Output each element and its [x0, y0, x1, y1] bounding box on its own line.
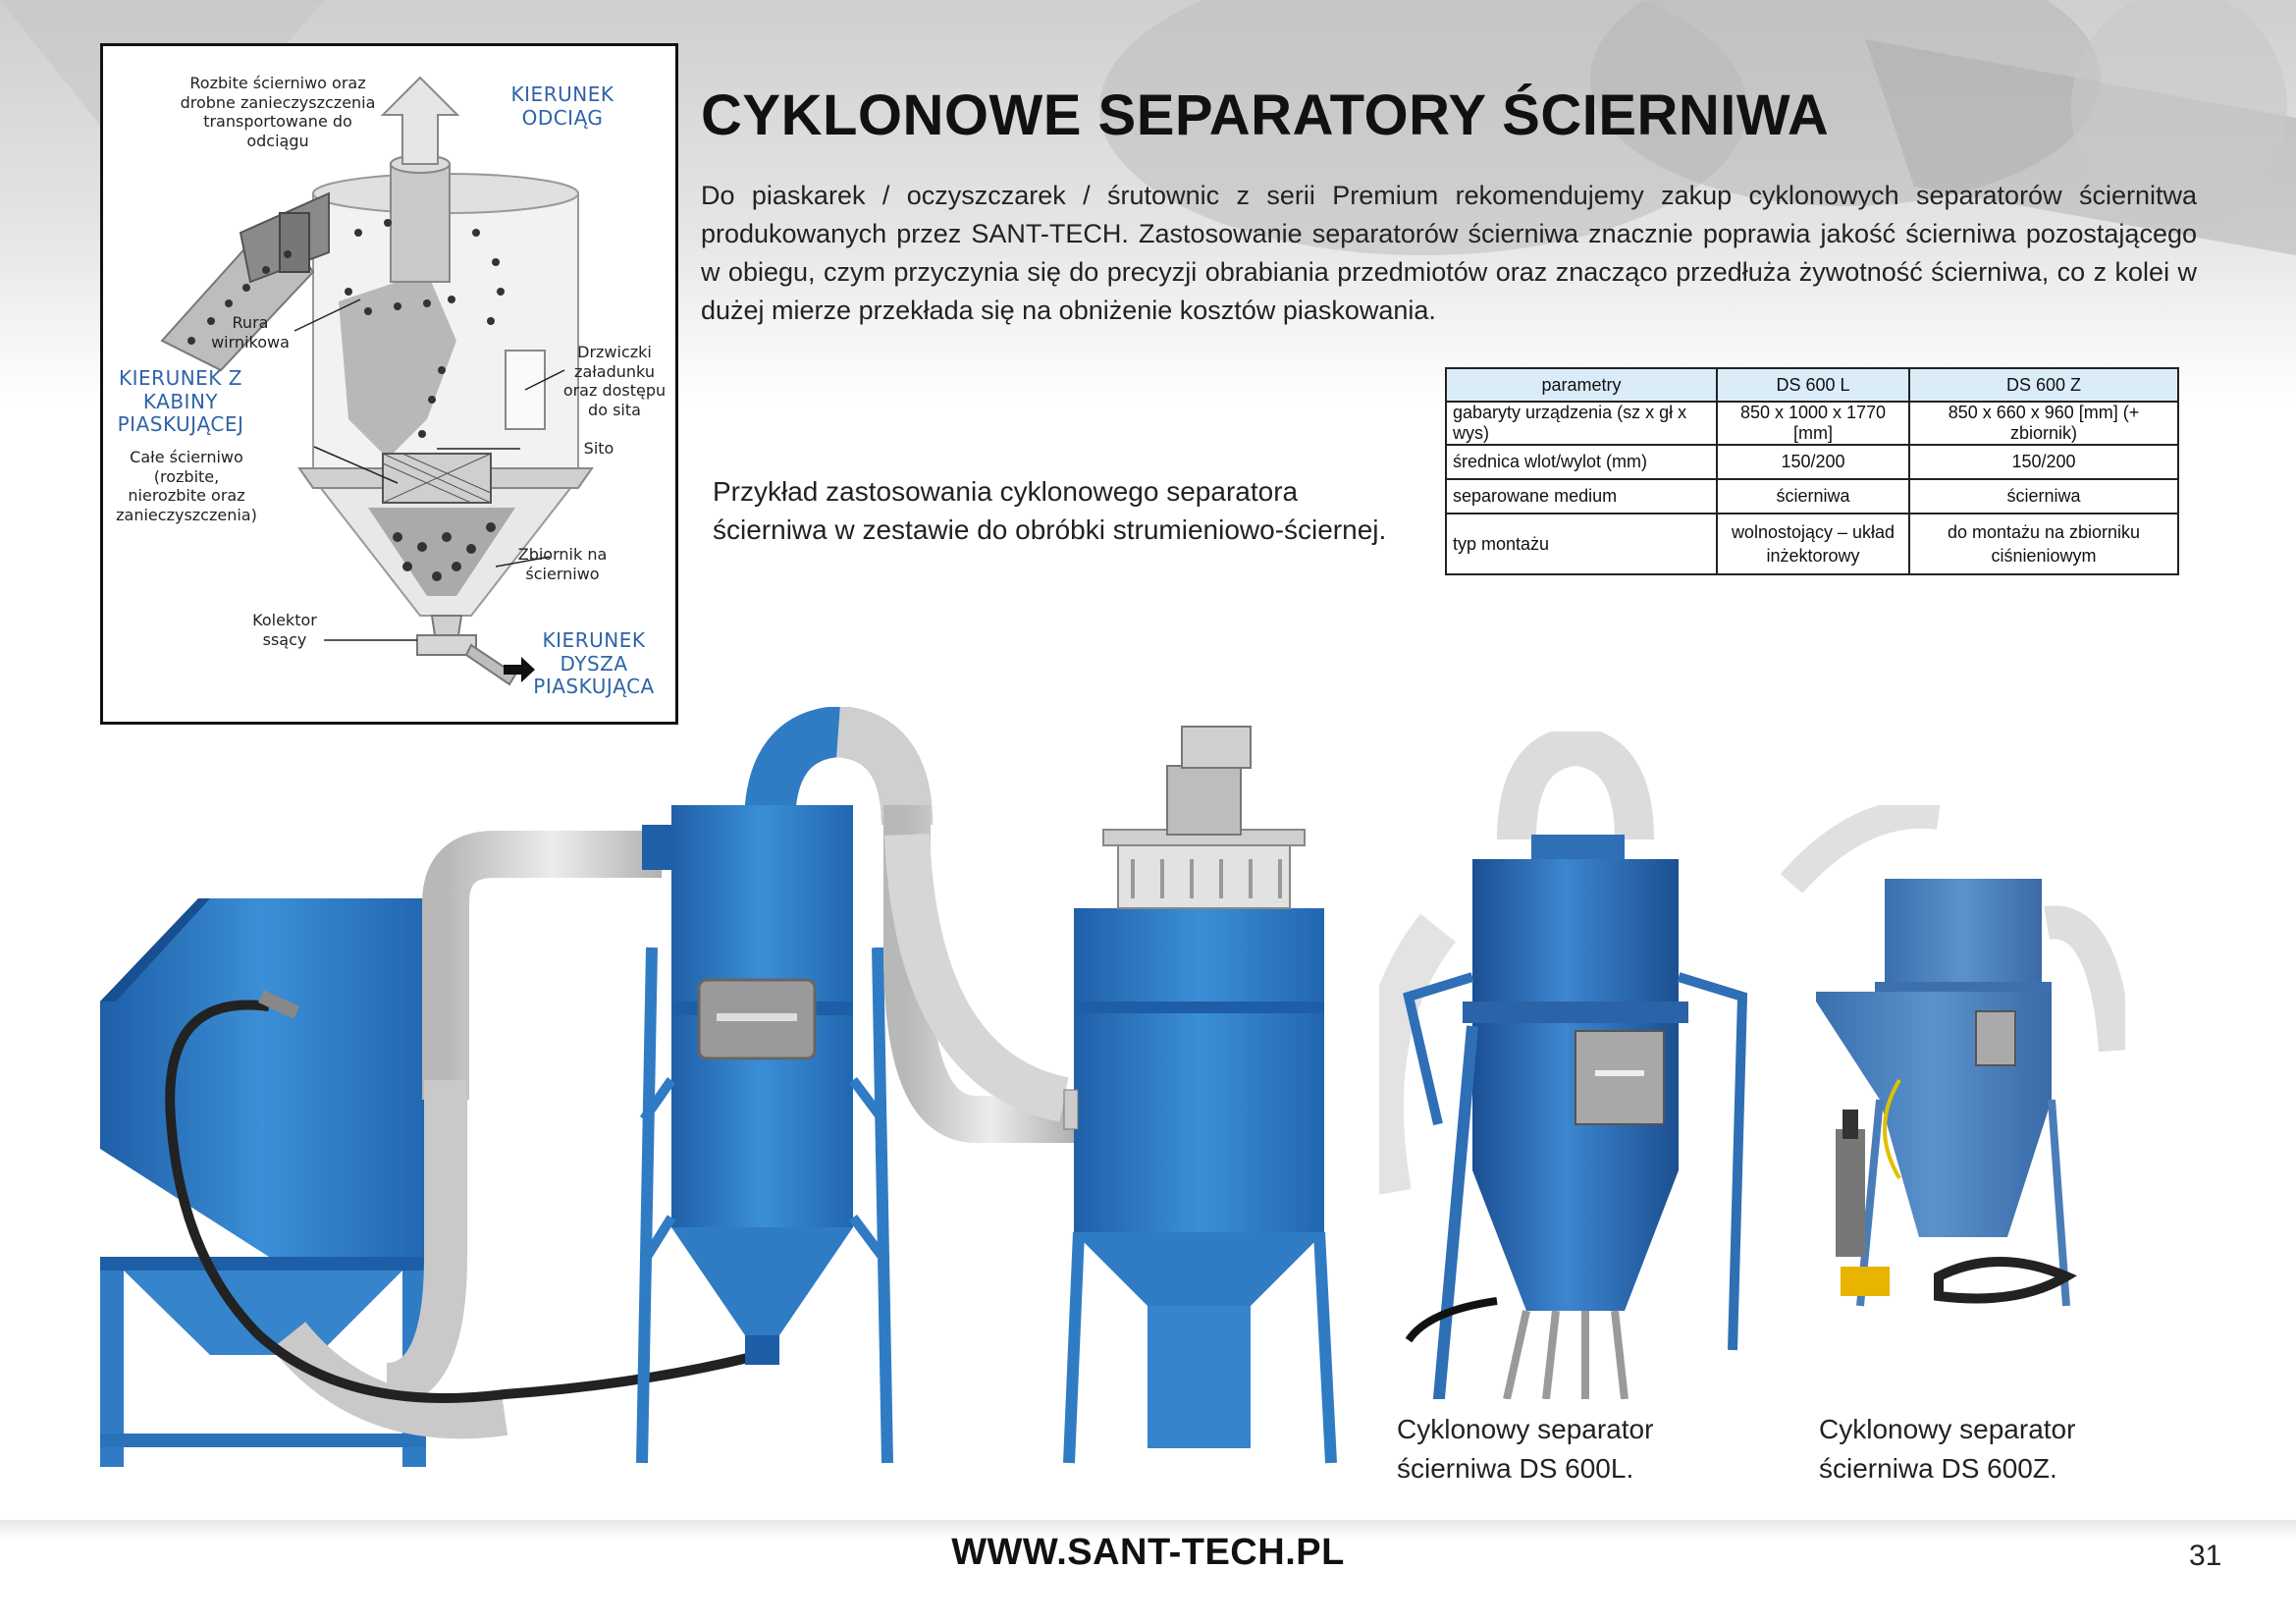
photo-ds600l: [1379, 731, 1748, 1399]
value-ds600z: do montażu na zbiorniku ciśnieniowym: [1908, 513, 2179, 575]
header-ds600l: DS 600 L: [1716, 367, 1910, 403]
param-dimensions: gabaryty urządzenia (sz x gł x wys): [1445, 401, 1718, 446]
dust-collector: [1063, 726, 1337, 1464]
photo-ds600z: [1780, 805, 2125, 1307]
table-row: średnica wlot/wylot (mm) 150/200 150/200: [1445, 444, 2179, 480]
value-ds600z: 850 x 660 x 960 [mm] (+ zbiornik): [1908, 401, 2179, 446]
label-rotor-pipe: Rura wirnikowa: [211, 313, 290, 352]
table-row: gabaryty urządzenia (sz x gł x wys) 850 …: [1445, 401, 2179, 446]
cyclone-cross-section: [160, 76, 594, 686]
param-diameter: średnica wlot/wylot (mm): [1445, 444, 1718, 480]
value-ds600z: 150/200: [1908, 444, 2179, 480]
label-broken-abrasive: Rozbite ścierniwo oraz drobne zanieczysz…: [180, 74, 376, 150]
value-ds600l: ścierniwa: [1716, 478, 1910, 514]
param-mounting: typ montażu: [1445, 513, 1718, 575]
specs-header-row: parametry DS 600 L DS 600 Z: [1445, 367, 2179, 403]
caption-ds600z: Cyklonowy separator ścierniwa DS 600Z.: [1819, 1414, 2076, 1484]
page-title: CYKLONOWE SEPARATORY ŚCIERNIWA: [701, 83, 1830, 147]
page-number: 31: [2189, 1540, 2222, 1572]
value-ds600l: wolnostojący – układ inżektorowy: [1716, 513, 1910, 575]
label-suction-collector: Kolektor ssący: [252, 611, 317, 649]
caption-ds600l: Cyklonowy separator ścierniwa DS 600L.: [1397, 1414, 1654, 1484]
table-row: separowane medium ścierniwa ścierniwa: [1445, 478, 2179, 514]
label-sieve: Sito: [583, 439, 614, 458]
value-ds600l: 150/200: [1716, 444, 1910, 480]
footer-band: [0, 1520, 2296, 1624]
value-ds600z: ścierniwa: [1908, 478, 2179, 514]
value-ds600l: 850 x 1000 x 1770 [mm]: [1716, 401, 1910, 446]
label-direction-nozzle: KIERUNEK DYSZA PIASKUJĄCA: [533, 628, 655, 699]
label-loading-door: Drzwiczki załadunku oraz dostępu do sita: [562, 343, 667, 419]
label-direction-cabin: KIERUNEK Z KABINY PIASKUJĄCEJ: [117, 366, 244, 437]
example-caption: Przykład zastosowania cyklonowego separa…: [713, 476, 1387, 545]
param-medium: separowane medium: [1445, 478, 1718, 514]
website-link[interactable]: WWW.SANT-TECH.PL: [951, 1532, 1345, 1573]
cyclone-separator: [636, 707, 933, 1464]
header-ds600z: DS 600 Z: [1908, 367, 2179, 403]
blasting-system-illustration: [100, 707, 1337, 1467]
label-whole-abrasive: Całe ścierniwo (rozbite, nierozbite oraz…: [116, 448, 257, 524]
cyclone-diagram: Rozbite ścierniwo oraz drobne zanieczysz…: [100, 43, 678, 725]
specs-table: parametry DS 600 L DS 600 Z gabaryty urz…: [1445, 367, 2179, 575]
header-parameters: parametry: [1445, 367, 1718, 403]
label-direction-suction: KIERUNEK ODCIĄG: [510, 82, 614, 130]
label-abrasive-tank: Zbiornik na ścierniwo: [517, 545, 608, 583]
intro-paragraph: Do piaskarek / oczyszczarek / śrutownic …: [701, 181, 2197, 325]
table-row: typ montażu wolnostojący – układ inżekto…: [1445, 513, 2179, 575]
